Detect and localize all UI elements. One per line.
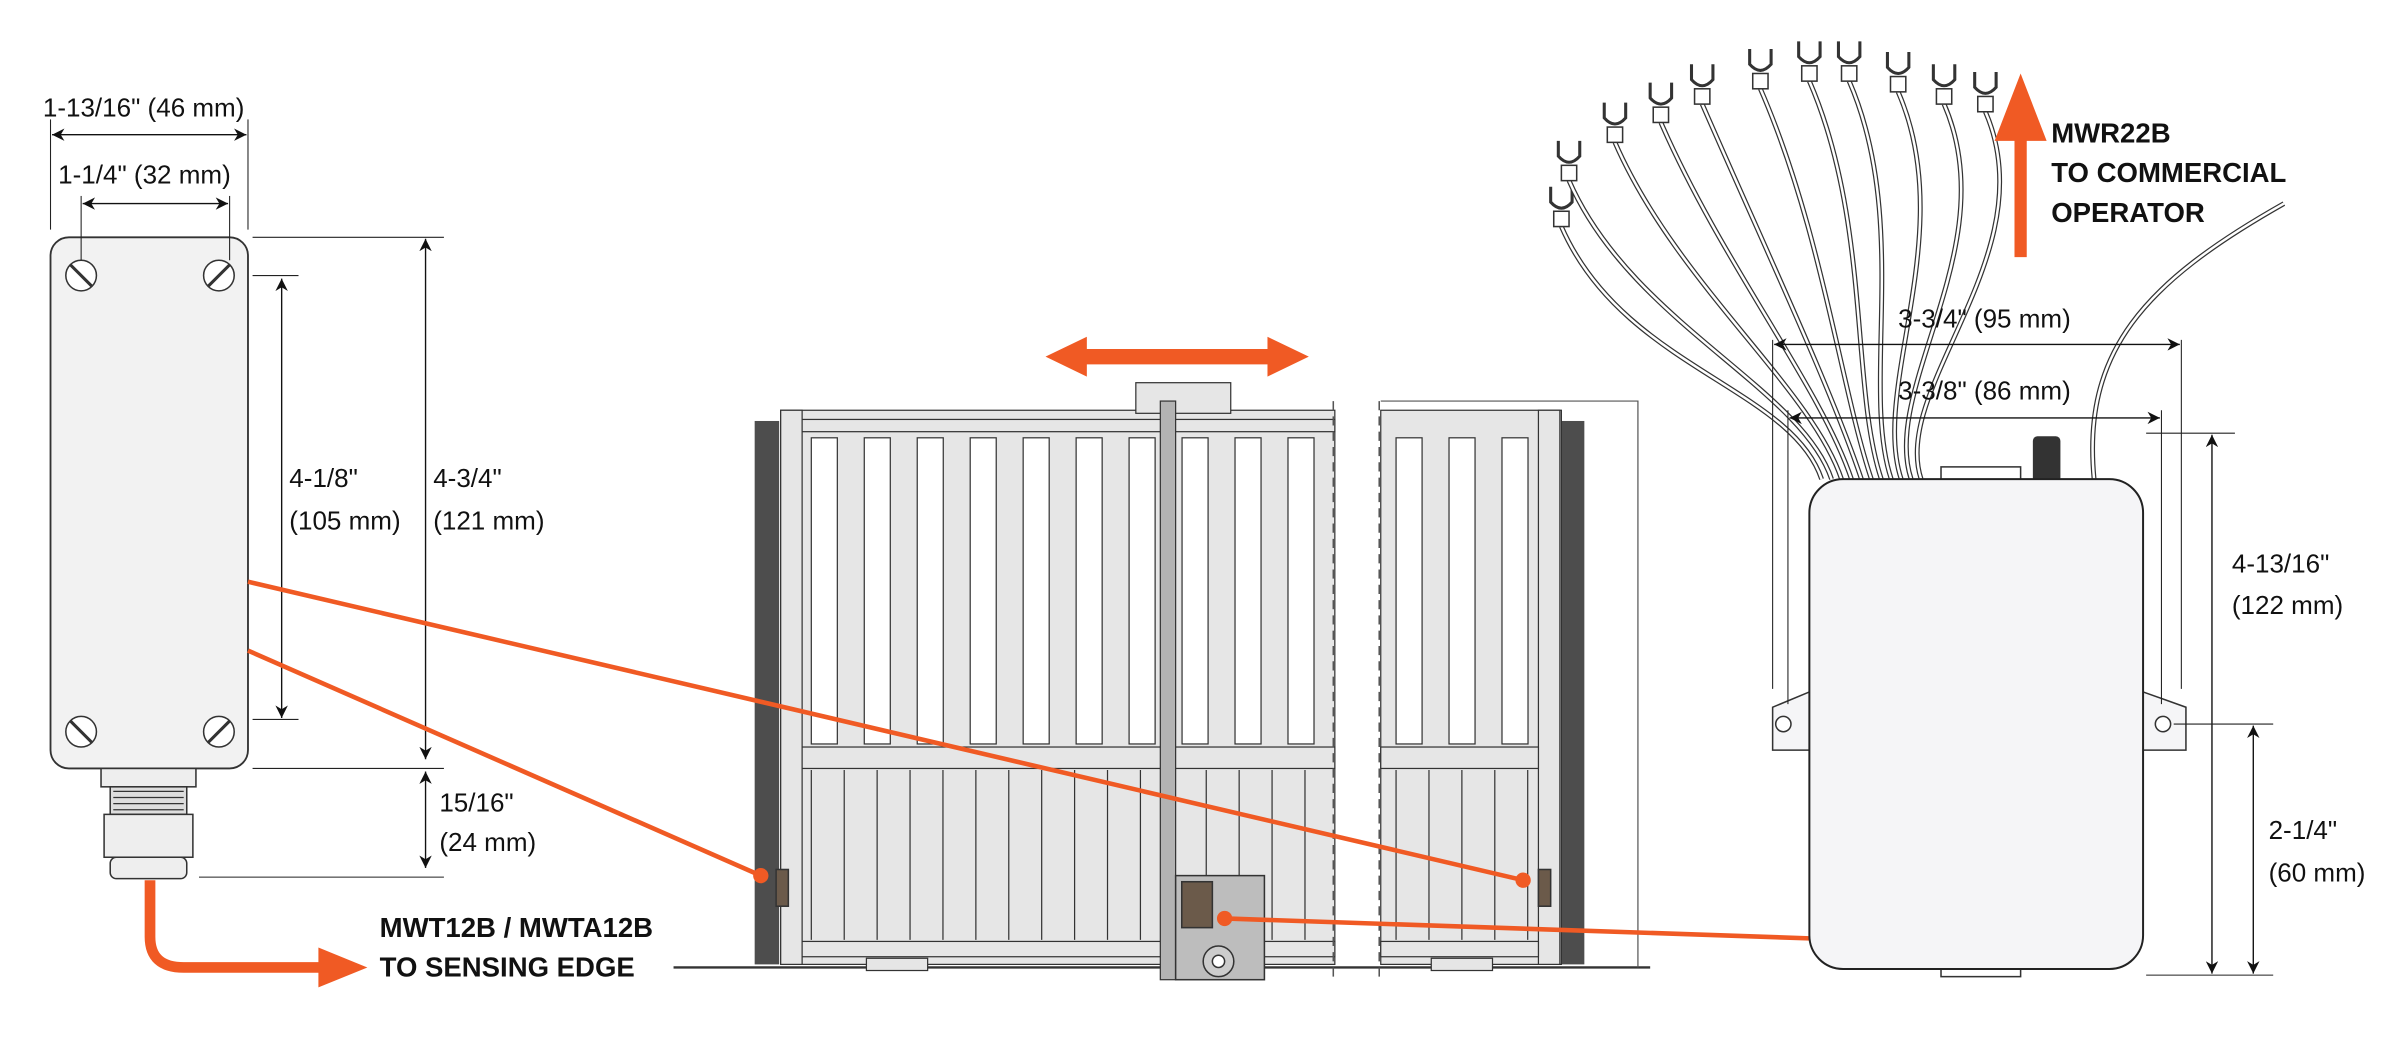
- fork-terminal-icon: [1797, 41, 1822, 65]
- sensing-edge-arrow: [144, 880, 325, 973]
- edge-sensor-right: [1537, 868, 1552, 907]
- fork-terminal-icon: [1689, 64, 1715, 88]
- gate-pole: [1159, 400, 1177, 981]
- fork-terminal-icon: [1885, 52, 1911, 75]
- fork-terminal-icon: [1973, 71, 1998, 95]
- receiver-wires: [1549, 41, 2286, 480]
- height-inner-line2: (105 mm): [289, 506, 400, 536]
- operator-direction-arrow-icon: [1994, 73, 2047, 258]
- receiver-height-line2: (122 mm): [2232, 590, 2343, 620]
- receiver-unit: [1771, 436, 2187, 978]
- wire: [1612, 141, 1844, 480]
- wire-ferrule: [1935, 88, 1953, 105]
- receiver-width-inner-label: 3-3/8" (86 mm): [1898, 376, 2071, 406]
- gland-height-line2: (24 mm): [439, 827, 536, 857]
- gland-height-line1: 15/16": [439, 787, 513, 817]
- gate-picket-opening: [1234, 437, 1262, 745]
- wire-ferrule: [1889, 75, 1907, 93]
- wire-ferrule: [1560, 164, 1578, 182]
- receiver-width-outer-label: 3-3/4" (95 mm): [1898, 304, 2071, 334]
- gate-picket-opening: [810, 437, 838, 745]
- slide-direction-arrow-icon: [1045, 336, 1309, 377]
- transmitter-callout-line2: TO SENSING EDGE: [380, 952, 635, 983]
- fork-terminal-icon: [1602, 102, 1628, 126]
- receiver-callout-line1: MWR22B: [2051, 117, 2170, 148]
- receiver-callout-line3: OPERATOR: [2051, 197, 2205, 228]
- gate-picket-opening: [1075, 437, 1103, 745]
- receiver-height-line1: 4-13/16": [2232, 549, 2329, 579]
- leader-lines: [247, 579, 1810, 941]
- gate-picket-opening: [1181, 437, 1209, 745]
- transmitter-dimensions: 1-13/16" (46 mm) 1-1/4" (32 mm) 4-1/8" (…: [43, 92, 545, 878]
- height-outer-line1: 4-3/4": [433, 463, 502, 493]
- fork-terminal-icon: [1648, 82, 1674, 106]
- wire-ferrule: [1800, 65, 1818, 82]
- wire-ferrule: [1693, 88, 1711, 105]
- gate-picket-opening: [1022, 437, 1050, 745]
- fork-terminal-icon: [1556, 140, 1582, 164]
- edge-sensor-left: [775, 868, 790, 907]
- receiver-dimensions: 3-3/4" (95 mm) 3-3/8" (86 mm) 4-13/16" (…: [1772, 304, 2366, 976]
- gate-picket-opening: [916, 437, 944, 745]
- receiver-callout-line2: TO COMMERCIAL: [2051, 157, 2286, 188]
- gate-picket-opening: [1448, 437, 1476, 745]
- width-inner-label: 1-1/4" (32 mm): [58, 160, 231, 190]
- fork-terminal-icon: [1931, 64, 1957, 88]
- wire-ferrule: [1751, 72, 1769, 90]
- wire-ferrule: [1652, 106, 1670, 124]
- gate-picket-opening: [1287, 437, 1315, 745]
- gate-picket-opening: [969, 437, 997, 745]
- gate-post-right: [1561, 420, 1585, 965]
- width-outer-label: 1-13/16" (46 mm): [43, 92, 245, 122]
- cable-gland: [100, 767, 197, 880]
- mount-height-line1: 2-1/4": [2269, 815, 2338, 845]
- wire-ferrule: [1552, 210, 1570, 228]
- fork-terminal-icon: [1836, 41, 1862, 65]
- transmitter-unit: [49, 236, 368, 988]
- operator-box: [1174, 874, 1266, 981]
- fork-terminal-icon: [1549, 186, 1574, 210]
- antenna-connector: [2032, 436, 2061, 483]
- wire-ferrule: [1840, 65, 1858, 82]
- wire-ferrule: [1976, 95, 1994, 113]
- screw-icon: [65, 259, 235, 748]
- gate-picket-opening: [1395, 437, 1423, 745]
- gate-picket-opening: [863, 437, 891, 745]
- fork-terminal-icon: [1748, 48, 1773, 72]
- height-outer-line2: (121 mm): [433, 506, 544, 536]
- transmitter-callout-line1: MWT12B / MWTA12B: [380, 912, 653, 943]
- sliding-gate: [673, 336, 1651, 981]
- height-inner-line1: 4-1/8": [289, 463, 358, 493]
- gate-picket-opening: [1128, 437, 1156, 745]
- wire-ferrule: [1606, 126, 1624, 144]
- mount-height-line2: (60 mm): [2269, 858, 2366, 888]
- gate-picket-opening: [1501, 437, 1529, 745]
